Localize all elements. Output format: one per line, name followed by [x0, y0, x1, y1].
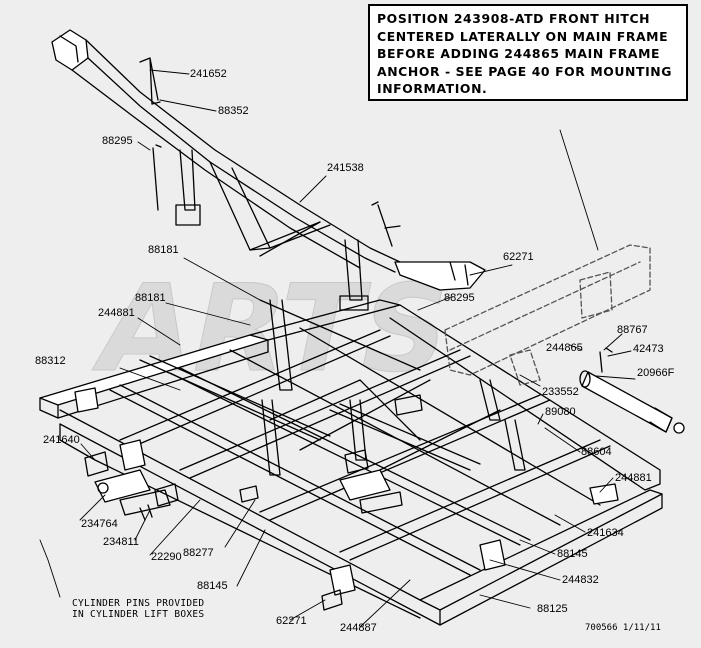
part-label: 88277	[183, 547, 214, 559]
part-label: 241652	[190, 68, 227, 80]
part-label: 244881	[98, 307, 135, 319]
frame-anchor	[444, 244, 651, 386]
note-line-5: INFORMATION.	[377, 81, 488, 96]
part-label: 244881	[615, 472, 652, 484]
part-label: 88295	[102, 135, 133, 147]
footnote-line-2: IN CYLINDER LIFT BOXES	[72, 609, 205, 620]
note-line-4: ANCHOR - SEE PAGE 40 FOR MOUNTING	[377, 63, 673, 79]
center-lift	[339, 449, 403, 514]
part-label: 89080	[545, 406, 576, 418]
part-label: 88145	[197, 580, 228, 592]
mounting-note: POSITION 243908-ATD FRONT HITCH CENTERED…	[368, 4, 688, 101]
note-line-3: BEFORE ADDING 244865 MAIN FRAME	[377, 46, 661, 61]
part-label: 62271	[503, 251, 534, 263]
leader-lines	[39, 69, 636, 628]
part-label: 244832	[562, 574, 599, 586]
part-label: 244887	[340, 622, 377, 634]
note-line-1: POSITION 243908-ATD FRONT HITCH	[377, 11, 651, 26]
part-label: 241634	[587, 527, 624, 539]
hydraulic-cylinder	[579, 347, 685, 434]
part-label: 88352	[218, 105, 249, 117]
part-label: 42473	[633, 343, 664, 355]
part-label: 234811	[103, 536, 139, 548]
part-label: 62271	[276, 615, 307, 627]
part-label: 88295	[444, 292, 475, 304]
part-label: 88181	[148, 244, 179, 256]
part-label: 88604	[581, 446, 612, 458]
hitch-tongue	[51, 29, 486, 311]
cylinder-pins-footnote: CYLINDER PINS PROVIDED IN CYLINDER LIFT …	[72, 598, 204, 620]
part-label: 234764	[81, 518, 118, 530]
part-label: 88125	[537, 603, 568, 615]
footnote-line-1: CYLINDER PINS PROVIDED	[72, 598, 205, 609]
main-frame	[39, 299, 663, 626]
drawing-id: 700566 1/11/11	[585, 623, 661, 633]
part-label: 244865	[546, 342, 583, 354]
part-label: 22290	[151, 551, 182, 563]
part-label: 241640	[43, 434, 80, 446]
cylinder-lift	[84, 451, 171, 521]
part-label: 88181	[135, 292, 166, 304]
part-label: 88312	[35, 355, 66, 367]
part-label: 20966F	[637, 367, 675, 379]
part-label: 88145	[557, 548, 588, 560]
part-label: 233552	[542, 386, 579, 398]
part-label: 88767	[617, 324, 648, 336]
note-line-2: CENTERED LATERALLY ON MAIN FRAME	[377, 28, 669, 44]
part-label: 241538	[327, 162, 364, 174]
